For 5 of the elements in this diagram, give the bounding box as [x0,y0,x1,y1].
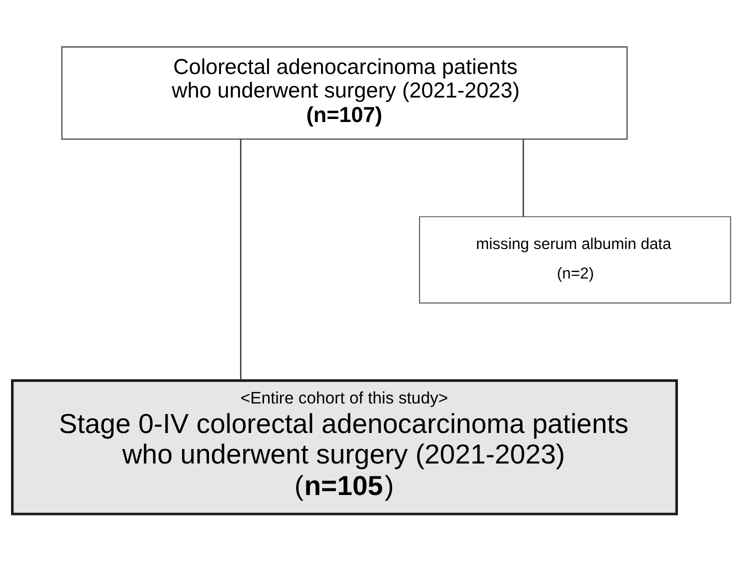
connector [240,139,242,380]
node-box: Colorectal adenocarcinoma patients who underwent surgery (2021-2023) (n=107) [61,46,628,140]
connector [522,140,524,216]
node-box: missing serum albumin data (n=2) [419,216,732,304]
node-box: <Entire cohort of this study> Stage 0-IV colorectal adenocarcinoma patients who underwent surgery (2021-2023) (n=105) [11,379,678,516]
